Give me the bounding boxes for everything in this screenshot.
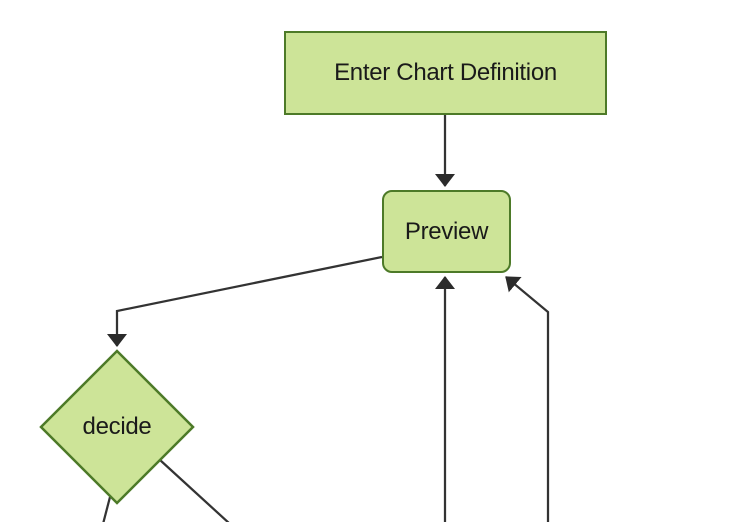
node-decide-label: decide (82, 413, 152, 440)
node-decide-shape (39, 349, 195, 505)
node-enter-chart-definition-label: Enter Chart Definition (334, 59, 557, 86)
edge-decide-out-right (159, 459, 230, 522)
edge-preview-to-decide (107, 255, 383, 347)
node-preview: Preview (382, 190, 511, 273)
edge-bottomright-to-preview (505, 276, 550, 522)
node-preview-label: Preview (404, 217, 489, 245)
node-enter-chart-definition: Enter Chart Definition (284, 31, 607, 115)
edge-decide-out-left (102, 496, 112, 522)
